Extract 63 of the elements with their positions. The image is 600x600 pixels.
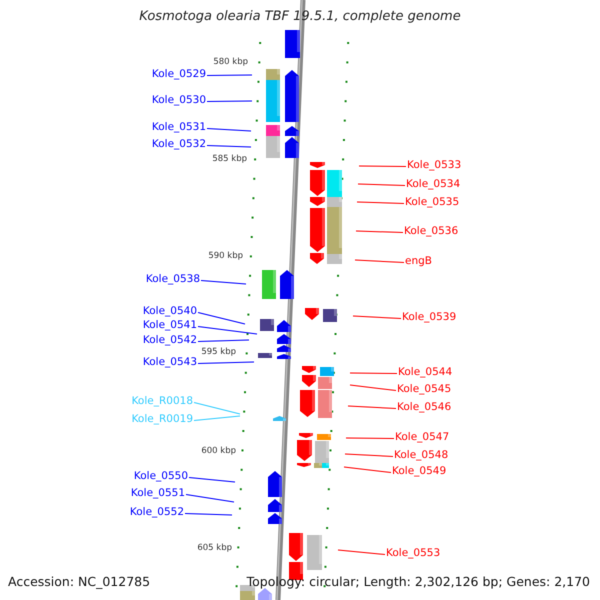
gene-label: Kole_0533 (407, 159, 462, 172)
gene-label: Kole_0544 (398, 366, 452, 379)
gene-label: Kole_R0018 (132, 395, 193, 408)
leader-line (206, 100, 252, 102)
gene-label: Kole_0548 (394, 449, 448, 462)
leader-line (344, 466, 392, 473)
leader-line (184, 513, 232, 516)
leader-line (206, 74, 252, 76)
leader-line (348, 406, 396, 409)
gene-label: Kole_0547 (395, 431, 450, 444)
scale-label: 605 kbp (197, 543, 232, 554)
leader-line (198, 362, 254, 364)
leader-line (358, 184, 406, 186)
gene-label: Kole_0532 (152, 138, 206, 151)
leader-line (198, 340, 250, 342)
leader-line (358, 166, 406, 167)
leader-line (352, 316, 402, 319)
scale-label: 600 kbp (201, 446, 236, 457)
gene-label: Kole_0540 (142, 305, 197, 318)
leader-line (356, 202, 404, 204)
gene-label: Kole_0545 (397, 383, 452, 396)
leader-line (354, 260, 404, 263)
gene-label: Kole_0539 (402, 311, 456, 324)
gene-label: Kole_0529 (152, 68, 206, 81)
leader-line (344, 454, 394, 457)
leader-line (198, 312, 246, 324)
gene-label: Kole_0542 (142, 334, 197, 347)
gene-label: Kole_0546 (397, 401, 452, 414)
leader-line (198, 326, 258, 334)
gene-label: Kole_0530 (152, 94, 206, 107)
gene-label: Kole_0531 (152, 121, 206, 134)
gene-label: Kole_R0019 (132, 413, 193, 426)
leader-line (194, 416, 240, 421)
leader-line (350, 372, 398, 374)
leader-line (206, 145, 252, 148)
genome-stats-text: Topology: circular; Length: 2,302,126 bp; Genes: 2,170 (246, 574, 590, 589)
leader-line (206, 128, 252, 132)
leader-line (188, 477, 236, 482)
leader-line (346, 438, 394, 439)
scale-label: 585 kbp (212, 154, 247, 165)
gene-label: Kole_0543 (142, 356, 197, 369)
leader-line (356, 230, 404, 233)
gene-label: Kole_0552 (130, 506, 184, 519)
leader-line (200, 280, 246, 284)
leader-line (338, 550, 386, 555)
leader-line (186, 494, 234, 502)
leader-line (194, 402, 240, 414)
title: Kosmotoga olearia TBF 19.5.1, complete genome (138, 9, 462, 24)
gene-label: Kole_0534 (406, 178, 460, 191)
scale-label: 580 kbp (213, 57, 248, 68)
leader-line (350, 384, 396, 391)
gene-label: Kole_0536 (404, 225, 458, 238)
gene-label: Kole_0541 (142, 319, 197, 332)
gene-label: Kole_0535 (405, 196, 460, 209)
scale-label: 590 kbp (208, 251, 243, 262)
scale-label: 595 kbp (201, 347, 236, 358)
gene-label: Kole_0550 (134, 470, 188, 483)
gene-label: Kole_0551 (130, 487, 185, 500)
gene-label: Kole_0553 (386, 547, 440, 560)
gene-label: engB (405, 255, 432, 268)
accession-text: Accession: NC_012785 (8, 574, 150, 589)
gene-label: Kole_0538 (146, 273, 200, 286)
gene-label: Kole_0549 (392, 465, 446, 478)
